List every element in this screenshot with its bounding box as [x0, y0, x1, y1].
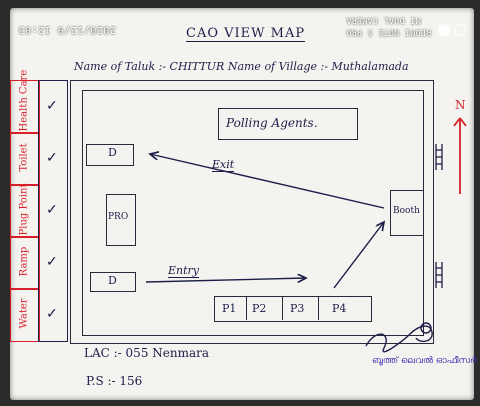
position-p2: P2: [252, 302, 267, 315]
legend-mark-water: ✓: [46, 306, 58, 322]
pro-table: [106, 194, 136, 246]
booth-label: Booth: [393, 206, 420, 216]
window-mark-bottom: [435, 262, 443, 288]
legend-cell-water: [10, 288, 40, 342]
legend-mark-health-care: ✓: [46, 98, 58, 114]
exit-arrow: [150, 154, 385, 209]
legend-cell-plug-point: [10, 184, 40, 238]
camera-logo-ring: [454, 24, 466, 36]
booth-arrow: [333, 222, 384, 289]
door-top-label: D: [108, 146, 117, 159]
door-top: [86, 144, 134, 166]
legend-mark-ramp: ✓: [46, 254, 58, 270]
legend-mark-toilet: ✓: [46, 150, 58, 166]
paper-sheet: [10, 8, 474, 400]
position-divider-1: [246, 296, 247, 320]
position-divider-2: [282, 296, 283, 320]
signature-note: ബൂത്ത് ലെവൽ ഓഫീസർ: [372, 356, 477, 366]
polling-agents-area: [218, 108, 358, 140]
position-p4: P4: [332, 302, 347, 315]
door-bottom-label: D: [108, 274, 117, 287]
window-mark-top: [435, 144, 443, 170]
legend-mark-plug-point: ✓: [46, 202, 58, 218]
signature: [365, 322, 433, 353]
legend-cell-toilet: [10, 132, 40, 186]
north-arrow: [453, 117, 467, 194]
pro-label: PRO: [108, 212, 129, 222]
legend-cell-health-care: [10, 80, 40, 134]
entry-arrow: [145, 278, 306, 282]
entry-label: Entry: [168, 264, 200, 278]
positions-table: [214, 296, 372, 322]
polling-agents-label: Polling Agents.: [226, 116, 318, 130]
booth: [390, 190, 424, 236]
room-outer-wall: [70, 80, 434, 344]
sheet-title: CAO VIEW MAP: [186, 26, 306, 42]
footer-lac: LAC :- 055 Nenmara: [84, 346, 210, 360]
legend-mark-column: [38, 80, 68, 342]
footer-ps: P.S :- 156: [86, 374, 143, 388]
door-bottom: [90, 272, 136, 292]
position-p3: P3: [290, 302, 305, 315]
legend-cell-ramp: [10, 236, 40, 290]
north-label: N: [455, 98, 466, 112]
position-p1: P1: [222, 302, 237, 315]
camera-logo: [438, 24, 450, 36]
sheet-header: Name of Taluk :- CHITTUR Name of Village…: [74, 60, 409, 73]
position-divider-3: [318, 296, 319, 320]
